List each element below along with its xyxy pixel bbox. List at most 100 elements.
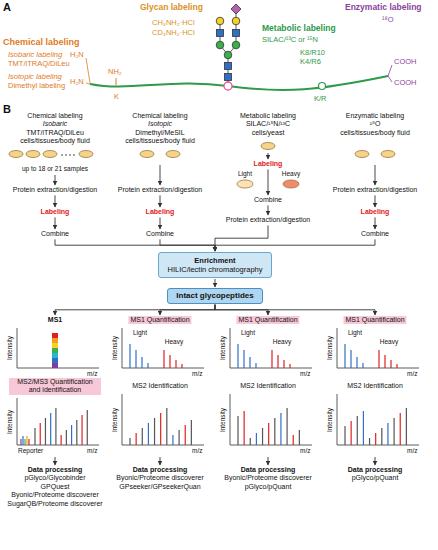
software-list: Data processingpGlyco/pQuant bbox=[322, 466, 428, 483]
mass-spectrum bbox=[17, 328, 99, 368]
node-text: SILAC/¹⁵N/¹³C bbox=[215, 120, 321, 128]
node-text: Enzymatic labeling bbox=[322, 112, 428, 120]
flow-arrow bbox=[268, 169, 269, 195]
step-text: Labeling bbox=[361, 208, 390, 216]
peptide-chain bbox=[86, 58, 392, 90]
node-text: Enrichment bbox=[167, 256, 262, 265]
node-text: pGlyco/pQuant bbox=[322, 474, 428, 482]
flow-arrow bbox=[160, 217, 161, 229]
glycan-symbol bbox=[216, 4, 241, 90]
step-text: Combine bbox=[254, 196, 282, 204]
spectrum-panel: MS1 QuantificationMS2 Identification bbox=[218, 316, 318, 456]
node-text: Byonic/Proteome discoverer bbox=[107, 474, 213, 482]
axis-label: Intensity bbox=[326, 407, 333, 431]
label-text: ¹⁸O bbox=[382, 16, 394, 24]
label-text: Isotopic labeling bbox=[8, 73, 62, 81]
step-text: Combine bbox=[146, 230, 174, 238]
label-text: Heavy bbox=[165, 338, 183, 345]
label-text: Light bbox=[133, 329, 147, 336]
label-text: m/z bbox=[300, 370, 310, 377]
flow-arrow bbox=[375, 217, 376, 229]
spectrum-panel: MS1MS2/MS3 Quantification and identifica… bbox=[5, 316, 105, 456]
label-text: TMT/iTRAQ/DiLeu bbox=[8, 60, 70, 68]
flow-arrow bbox=[267, 205, 268, 215]
step-text: Labeling bbox=[254, 160, 283, 168]
mass-spectrum bbox=[122, 394, 204, 445]
flow-arrow bbox=[55, 457, 56, 465]
column-header: Enzymatic labeling¹⁸Ocells/tissues/body … bbox=[322, 112, 428, 164]
label-text: K8/R10 bbox=[300, 49, 325, 57]
node-text: Data processing bbox=[2, 466, 108, 474]
mass-spectrum bbox=[17, 398, 99, 445]
mass-spectrum bbox=[337, 394, 419, 445]
label-text: Light bbox=[348, 329, 362, 336]
label-text: SILAC/¹³C or ¹⁵N bbox=[262, 36, 318, 44]
label-text: Reporter bbox=[18, 447, 43, 454]
label-text: H₂N bbox=[70, 78, 84, 86]
node-text: Metabolic labeling bbox=[215, 112, 321, 120]
label-text: m/z bbox=[87, 370, 97, 377]
flow-arrow bbox=[215, 305, 375, 315]
step-text: Combine bbox=[361, 230, 389, 238]
axis-label: Intensity bbox=[219, 336, 226, 360]
node-text: Protein extraction/digestion bbox=[13, 186, 97, 194]
label-text: Heavy bbox=[380, 338, 398, 345]
label-text: Chemical labeling bbox=[3, 38, 80, 48]
node-text: Protein extraction/digestion bbox=[333, 186, 417, 194]
flow-arrow bbox=[55, 239, 215, 251]
node-text: Byonic/Proteome discoverer bbox=[215, 474, 321, 482]
node-text: Chemical labeling bbox=[107, 112, 213, 120]
step-text: Combine bbox=[41, 230, 69, 238]
label-text: Dimethyl labeling bbox=[8, 82, 65, 90]
node-text: GPseeker/GPseekerQuan bbox=[107, 483, 213, 491]
step-text: Protein extraction/digestion bbox=[118, 186, 202, 194]
label-text: COOH bbox=[394, 58, 417, 66]
node-text: pGlyco/pQuant bbox=[215, 483, 321, 491]
flow-arrow bbox=[160, 305, 215, 315]
node-text: Byonic/Proteome discoverer bbox=[2, 491, 108, 499]
node-text: GPQuest bbox=[2, 483, 108, 491]
axis-label: Intensity bbox=[6, 409, 13, 433]
node-text: MS2 Identification bbox=[347, 382, 403, 390]
flow-arrow bbox=[55, 175, 56, 185]
node-text: Combine bbox=[361, 230, 389, 238]
node-text: Labeling bbox=[146, 208, 175, 216]
panel-letter: B bbox=[3, 103, 11, 115]
label-text: Light bbox=[241, 329, 255, 336]
node-text: SugarQB/Proteome discoverer bbox=[2, 500, 108, 508]
label-text: K bbox=[114, 93, 119, 101]
node-text: Isotopic bbox=[107, 120, 213, 128]
label-text: CD₃NH₂·HCl bbox=[152, 29, 195, 37]
step-text: Labeling bbox=[41, 208, 70, 216]
node-text: MS1 bbox=[48, 316, 62, 324]
node-text: cells/tissues/body fluid bbox=[107, 137, 213, 145]
mass-spectrum bbox=[337, 328, 419, 368]
step-text: Protein extraction/digestion bbox=[333, 186, 417, 194]
label-text: Enzymatic labeling bbox=[345, 3, 422, 12]
flow-arrow bbox=[160, 457, 161, 465]
software-list: Data processingByonic/Proteome discovere… bbox=[107, 466, 213, 491]
label-text: m/z bbox=[407, 370, 417, 377]
step-text: Protein extraction/digestion bbox=[13, 186, 97, 194]
label-text: K4/R6 bbox=[300, 58, 321, 66]
node-text: cells/tissues/body fluid bbox=[2, 137, 108, 145]
flow-arrow bbox=[375, 195, 376, 207]
node-text: HILIC/lectin chromatography bbox=[167, 265, 262, 274]
step-text: Protein extraction/digestion bbox=[226, 216, 310, 224]
flow-arrow bbox=[55, 305, 215, 315]
node-text: Data processing bbox=[322, 466, 428, 474]
spectrum-panel: MS1 QuantificationMS2 Identification bbox=[325, 316, 425, 456]
node-text: Combine bbox=[146, 230, 174, 238]
column-header: Metabolic labelingSILAC/¹⁵N/¹³Ccells/yea… bbox=[215, 112, 321, 152]
node-text: Data processing bbox=[215, 466, 321, 474]
process-box: EnrichmentHILIC/lectin chromatography bbox=[158, 252, 271, 278]
flow-arrow bbox=[375, 457, 376, 465]
flow-arrow bbox=[55, 195, 56, 207]
node-text: Protein extraction/digestion bbox=[118, 186, 202, 194]
node-text: TMT/iTRAQ/DiLeu bbox=[2, 129, 108, 137]
software-list: Data processingByonic/Proteome discovere… bbox=[215, 466, 321, 491]
node-text: MS1 Quantification bbox=[343, 316, 406, 324]
node-text: pGlyco/Glycobinder bbox=[2, 474, 108, 482]
node-text: MS1 Quantification bbox=[236, 316, 299, 324]
